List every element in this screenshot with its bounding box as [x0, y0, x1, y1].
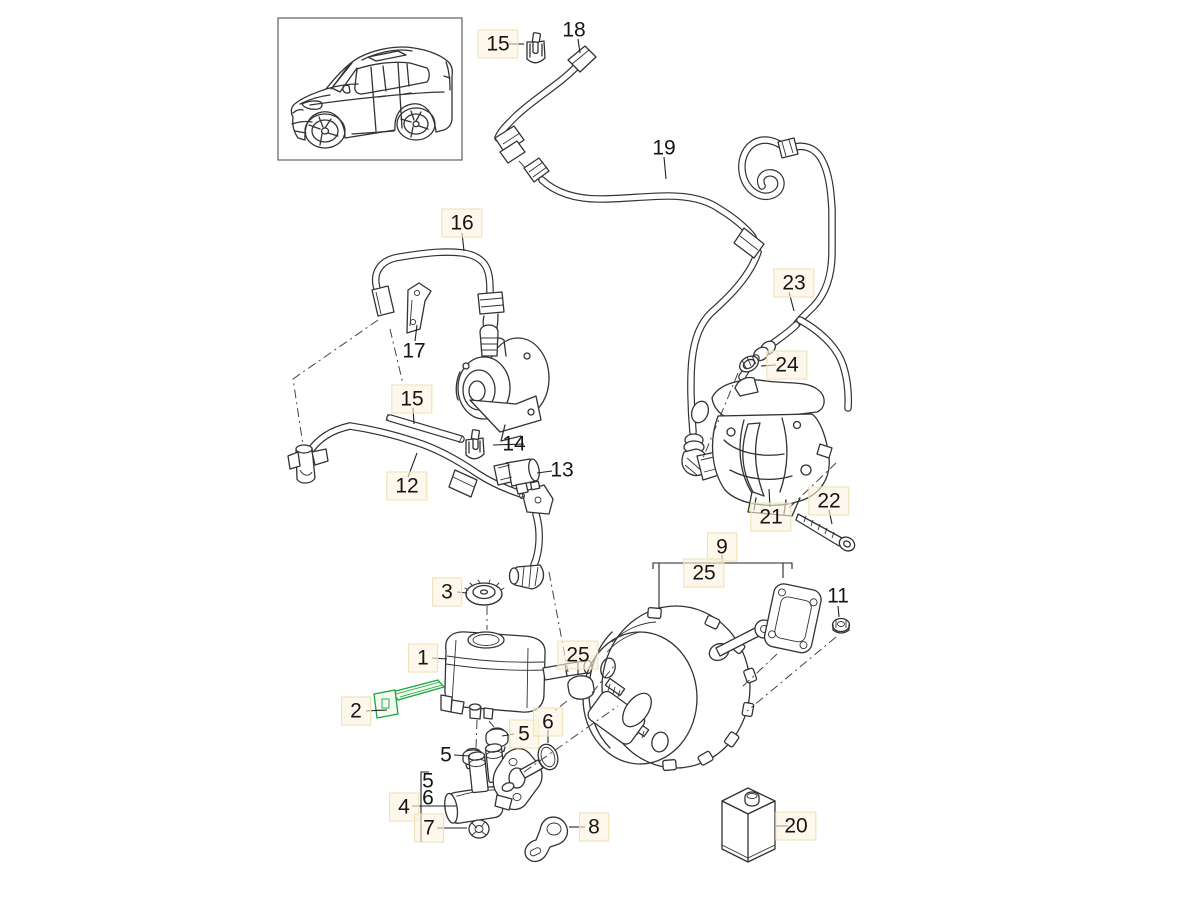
part-label-20-22[interactable]: 20	[775, 811, 817, 841]
booster-input-sleeve	[587, 690, 652, 745]
vacuum-hose-loop[interactable]	[738, 136, 836, 329]
booster-stud	[604, 677, 626, 698]
part-label-6-8[interactable]: 6	[422, 786, 434, 810]
vacuum-hose-19[interactable]	[538, 176, 765, 481]
gasket-25[interactable]	[763, 582, 823, 655]
hose-clamp[interactable]	[777, 137, 799, 159]
vacuum-hose-12[interactable]	[287, 422, 554, 590]
part-label-7-9[interactable]: 7	[414, 813, 444, 843]
part-label-15-17[interactable]: 15	[391, 384, 433, 414]
part-label-1-0[interactable]: 1	[408, 643, 438, 673]
vacuum-hose-18[interactable]	[494, 45, 597, 142]
retaining-bracket-2-highlighted[interactable]	[373, 679, 445, 719]
vehicle-thumbnail	[277, 17, 463, 161]
part-label-12-13[interactable]: 12	[386, 471, 428, 501]
vacuum-pump	[455, 324, 550, 442]
hose-quick-connector[interactable]	[494, 125, 550, 183]
grommet-25-left[interactable]	[567, 675, 595, 700]
pump-assembly-21[interactable]	[689, 376, 833, 517]
screw-22[interactable]	[788, 462, 857, 554]
hex-nut-11[interactable]	[831, 617, 851, 634]
part-label-5-6[interactable]: 5	[422, 769, 434, 793]
part-label-11-12[interactable]: 11	[827, 584, 849, 608]
part-label-24-26[interactable]: 24	[766, 350, 808, 380]
part-label-9-11[interactable]: 9	[707, 532, 737, 562]
sealing-grommet-5a[interactable]	[485, 727, 509, 754]
part-label-5-5[interactable]: 5	[440, 743, 452, 767]
part-label-19-21[interactable]: 19	[652, 136, 676, 160]
part-label-18-20[interactable]: 18	[562, 18, 586, 42]
reservoir-cap-3[interactable]	[464, 579, 505, 606]
part-label-6-7[interactable]: 6	[533, 707, 563, 737]
tube-15[interactable]	[385, 413, 465, 444]
retaining-clip-14[interactable]	[465, 429, 485, 460]
part-label-25-28[interactable]: 25	[557, 640, 599, 670]
hose-clamp-24[interactable]	[737, 353, 761, 375]
part-label-21-23[interactable]: 21	[750, 502, 792, 532]
fluid-reservoir-1[interactable]	[440, 631, 593, 720]
hex-nut-7[interactable]	[468, 819, 490, 839]
retaining-clip-15-top[interactable]	[526, 32, 546, 64]
support-bracket-8[interactable]	[524, 816, 569, 863]
part-label-16-18[interactable]: 16	[441, 208, 483, 238]
o-ring-6[interactable]	[535, 742, 561, 773]
part-label-15-16[interactable]: 15	[477, 29, 519, 59]
master-cylinder-4[interactable]	[443, 743, 544, 825]
part-label-3-2[interactable]: 3	[432, 577, 462, 607]
vacuum-hose-16[interactable]	[371, 248, 505, 339]
part-label-25-27[interactable]: 25	[683, 558, 725, 588]
hose-end-connector	[287, 444, 329, 484]
hose-bracket	[521, 480, 554, 515]
part-label-14-15[interactable]: 14	[502, 432, 526, 456]
connector-valve-13[interactable]	[493, 458, 541, 499]
part-label-22-24[interactable]: 22	[808, 486, 850, 516]
fluid-can-20[interactable]	[721, 787, 776, 863]
part-label-2-1[interactable]: 2	[341, 696, 371, 726]
part-label-13-14[interactable]: 13	[550, 458, 574, 482]
holder-bracket-17[interactable]	[406, 282, 432, 334]
part-label-17-19[interactable]: 17	[402, 339, 426, 363]
hose-elbow	[508, 564, 545, 590]
part-label-23-25[interactable]: 23	[773, 268, 815, 298]
part-label-8-10[interactable]: 8	[579, 812, 609, 842]
part-label-4-3[interactable]: 4	[389, 792, 419, 822]
brake-booster-9[interactable]	[582, 605, 774, 772]
